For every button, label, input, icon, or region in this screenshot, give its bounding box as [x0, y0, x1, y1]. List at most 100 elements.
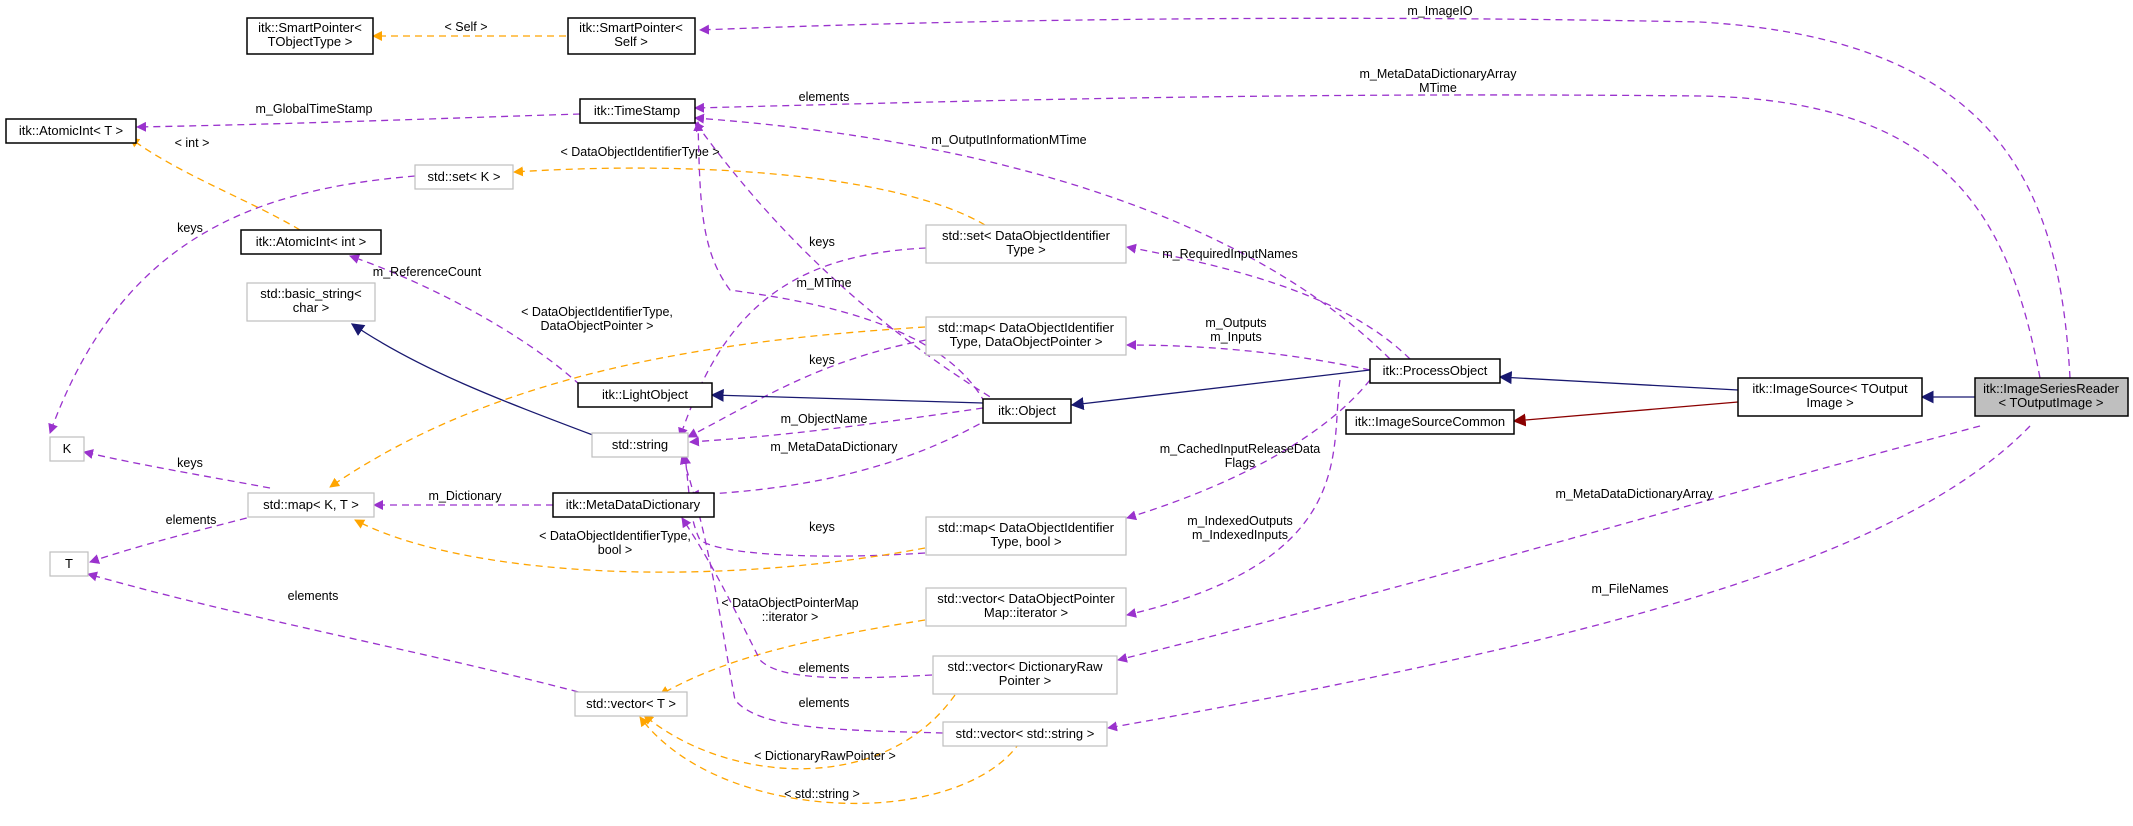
label-line: m_Dictionary	[429, 489, 503, 503]
edge-dataobjectpointermap-iterator-template: < DataObjectPointerMap::iterator >	[659, 596, 926, 696]
edge-inherit-processobject-object	[1070, 369, 1371, 411]
node-label-atomicint-t: itk::AtomicInt< T >	[19, 123, 123, 138]
label-line: std::map< K, T >	[263, 497, 359, 512]
node-smartpointer-self[interactable]: itk::SmartPointer<Self >	[567, 17, 696, 55]
edge-inherit-imagesource-imagesourcecommon	[1512, 401, 1739, 427]
label-line: m_OutputInformationMTime	[931, 133, 1086, 147]
label-line: Type, bool >	[990, 534, 1061, 549]
edge-label-keys-map-kt: keys	[177, 456, 203, 470]
node-k[interactable]: K	[49, 436, 85, 462]
label-line: itk::Object	[998, 403, 1056, 418]
label-line: m_ObjectName	[781, 412, 868, 426]
label-line: m_MetaDataDictionaryArray	[1360, 67, 1518, 81]
edge-dataobjectidentifiertype-bool-template: < DataObjectIdentifierType,bool >	[354, 519, 926, 573]
node-basic-string-char[interactable]: std::basic_string<char >	[246, 282, 376, 322]
edge-elements-vector-t: elements	[87, 571, 591, 696]
edge-label-m-mtime: m_MTime	[796, 276, 851, 290]
node-lightobject[interactable]: itk::LightObject	[577, 382, 713, 408]
node-smartpointer-tobjecttype[interactable]: itk::SmartPointer<TObjectType >	[246, 17, 374, 55]
label-line: std::vector< T >	[586, 696, 676, 711]
label-line: < DictionaryRawPointer >	[754, 749, 896, 763]
node-label-string: std::string	[612, 437, 668, 452]
node-atomicint-t[interactable]: itk::AtomicInt< T >	[5, 118, 137, 144]
label-line: m_ReferenceCount	[373, 265, 482, 279]
label-line: itk::MetaDataDictionary	[566, 497, 701, 512]
node-label-atomicint-int: itk::AtomicInt< int >	[256, 234, 367, 249]
label-line: < DataObjectIdentifierType,	[521, 305, 673, 319]
node-label-object: itk::Object	[998, 403, 1056, 418]
node-vector-std-string[interactable]: std::vector< std::string >	[942, 721, 1108, 747]
node-map-k-t[interactable]: std::map< K, T >	[247, 492, 375, 518]
node-label-basic-string-char: std::basic_string<char >	[260, 286, 362, 315]
edge-label-m-objectname: m_ObjectName	[781, 412, 868, 426]
label-line: itk::AtomicInt< int >	[256, 234, 367, 249]
label-line: < std::string >	[784, 787, 860, 801]
label-line: m_MetaDataDictionary	[770, 440, 898, 454]
node-set-k[interactable]: std::set< K >	[414, 164, 514, 190]
edge-label-elements-timestamp: elements	[799, 90, 850, 104]
node-timestamp[interactable]: itk::TimeStamp	[579, 98, 696, 124]
node-label-timestamp: itk::TimeStamp	[594, 103, 680, 118]
edge-label-m-requiredinputnames: m_RequiredInputNames	[1162, 247, 1298, 261]
label-line: DataObjectPointer >	[541, 319, 654, 333]
edge-inherit-object-lightobject	[710, 388, 984, 404]
label-line: Pointer >	[999, 673, 1051, 688]
label-line: keys	[177, 456, 203, 470]
label-line: m_IndexedOutputs	[1187, 514, 1293, 528]
node-string[interactable]: std::string	[591, 432, 689, 458]
label-line: itk::TimeStamp	[594, 103, 680, 118]
label-line: Type, DataObjectPointer >	[950, 334, 1103, 349]
node-metadatadictionary[interactable]: itk::MetaDataDictionary	[552, 492, 715, 518]
node-vector-t[interactable]: std::vector< T >	[574, 691, 688, 717]
node-label-t: T	[65, 556, 73, 571]
node-object[interactable]: itk::Object	[982, 398, 1072, 424]
node-imageseriesreader-toutputimage[interactable]: itk::ImageSeriesReader< TOutputImage >	[1974, 377, 2129, 417]
label-line: m_CachedInputReleaseData	[1160, 442, 1321, 456]
label-line: m_ImageIO	[1407, 4, 1473, 18]
label-line: m_GlobalTimeStamp	[256, 102, 373, 116]
node-processobject[interactable]: itk::ProcessObject	[1369, 358, 1501, 384]
label-line: keys	[809, 353, 835, 367]
edge-label-int: < int >	[175, 136, 210, 150]
edge-m-imageio: m_ImageIO	[699, 4, 2071, 379]
edge-label-elements-map-kt: elements	[166, 513, 217, 527]
edge-label-m-imageio: m_ImageIO	[1407, 4, 1473, 18]
node-label-imageseriesreader-toutputimage: itk::ImageSeriesReader< TOutputImage >	[1983, 381, 2120, 410]
label-line: Type >	[1006, 242, 1045, 257]
edge-label-m-outputinformationmtime: m_OutputInformationMTime	[931, 133, 1086, 147]
label-line: m_Outputs	[1205, 316, 1266, 330]
edge-label-keys-set-doi: keys	[809, 235, 835, 249]
edge-label-m-dictionary: m_Dictionary	[429, 489, 503, 503]
edge-label-m-filenames: m_FileNames	[1591, 582, 1668, 596]
node-label-imagesourcecommon: itk::ImageSourceCommon	[1355, 414, 1505, 429]
node-t[interactable]: T	[49, 551, 89, 577]
edge-label-keys-map-doi-bool: keys	[809, 520, 835, 534]
node-imagesourcecommon[interactable]: itk::ImageSourceCommon	[1345, 409, 1515, 435]
edge-m-metadatadictionaryarray: m_MetaDataDictionaryArray	[1117, 425, 1981, 663]
node-atomicint-int[interactable]: itk::AtomicInt< int >	[240, 229, 382, 255]
edge-label-dataobjectidentifiertype: < DataObjectIdentifierType >	[560, 145, 719, 159]
label-line: m_MTime	[796, 276, 851, 290]
edge-m-objectname: m_ObjectName	[689, 407, 984, 447]
edge-elements-map-kt: elements	[89, 511, 271, 564]
edge-label-m-metadatadictionaryarray: m_MetaDataDictionaryArray	[1556, 487, 1714, 501]
label-line: std::vector< DataObjectPointer	[937, 591, 1115, 606]
label-line: std::vector< std::string >	[956, 726, 1095, 741]
edge-keys-k: keys	[48, 175, 416, 434]
label-line: Image >	[1806, 395, 1853, 410]
edge-label-m-referencecount: m_ReferenceCount	[373, 265, 482, 279]
